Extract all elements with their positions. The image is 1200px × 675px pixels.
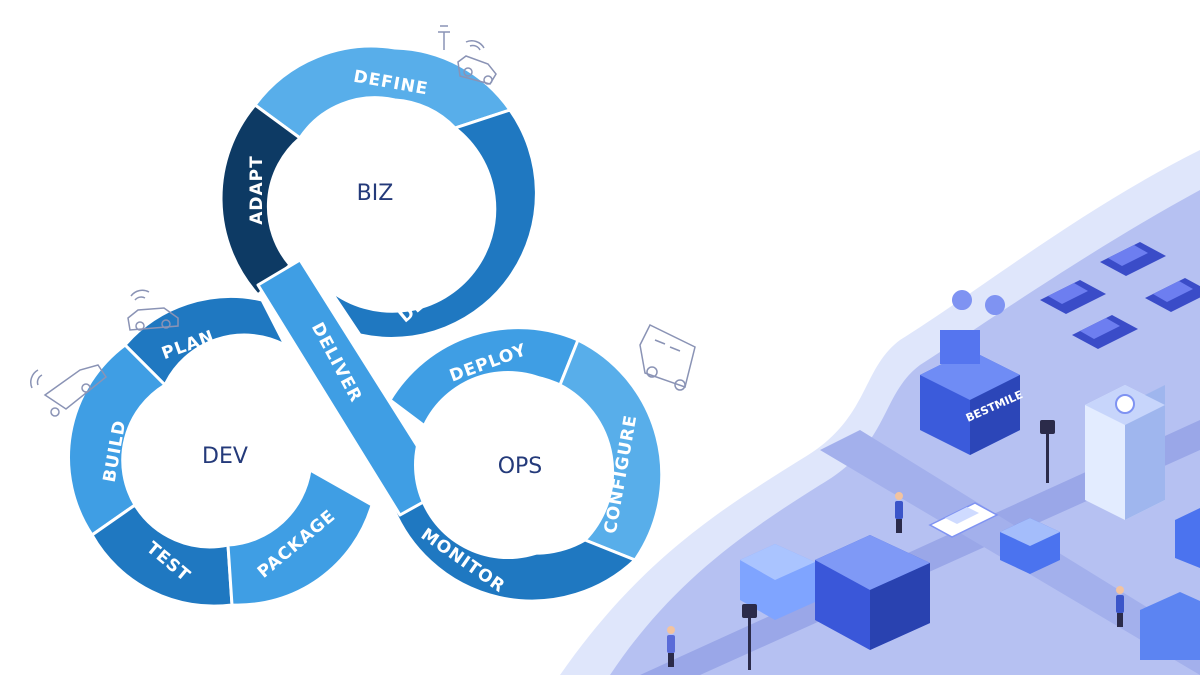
traffic-light-2	[742, 604, 757, 670]
hub-label-biz: BIZ	[357, 181, 394, 206]
label-adapt: ADAPT	[247, 155, 267, 224]
autonomous-car-icon-top	[438, 25, 497, 85]
person-2	[667, 626, 675, 667]
segment-package	[226, 468, 374, 607]
car-white	[928, 502, 999, 538]
autonomous-car-icon-build	[30, 364, 108, 417]
hub-label-ops: OPS	[498, 454, 543, 479]
kiosk	[1000, 518, 1060, 574]
glass-building	[815, 535, 930, 650]
car-dark-4	[1072, 315, 1138, 349]
car-dark-3	[1040, 280, 1106, 314]
traffic-light-1	[1040, 420, 1055, 483]
hub-circle-biz	[287, 104, 463, 280]
autonomous-car-icon-plan	[127, 289, 179, 331]
right-edge-building	[1140, 508, 1200, 660]
segment-design	[328, 108, 538, 340]
tower-building	[1085, 385, 1165, 520]
hub-circle-ops	[414, 371, 602, 559]
hub-circle-dev	[141, 371, 309, 539]
car-dark-1	[1100, 242, 1166, 276]
hub-label-dev: DEV	[202, 444, 248, 469]
segment-adapt	[219, 103, 302, 297]
bestmile-building: BESTMILE	[920, 290, 1025, 455]
city-illustration: BESTMILE	[560, 150, 1200, 675]
autonomous-bus-icon-configure	[639, 323, 696, 391]
person-1	[895, 492, 903, 533]
small-shop	[740, 544, 815, 620]
person-3	[1116, 586, 1124, 627]
devops-loop	[67, 44, 664, 608]
car-dark-2	[1145, 278, 1200, 312]
segment-define	[253, 44, 512, 140]
